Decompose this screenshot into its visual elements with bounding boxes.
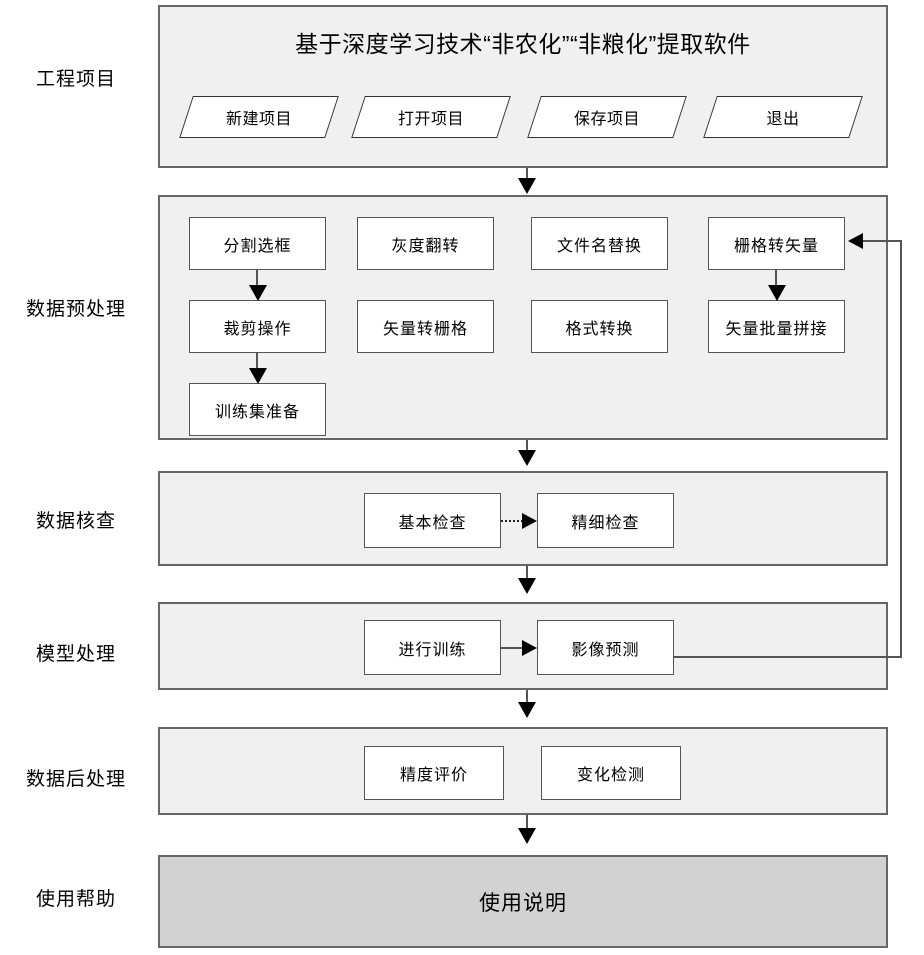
arrow-inspection-to-model	[518, 578, 536, 594]
arrow-model-to-postprocess	[518, 702, 536, 718]
box-format-convert[interactable]: 格式转换	[531, 300, 668, 353]
button-save-project-label: 保存项目	[573, 111, 640, 128]
section-preprocess: 分割选框 裁剪操作 训练集准备 灰度翻转 矢量转栅格 文件名替换 格式转换 栅格…	[158, 195, 888, 440]
box-usage-instructions: 使用说明	[479, 891, 567, 915]
connector-segment-to-crop	[256, 270, 258, 292]
arrow-segment-to-crop	[249, 285, 267, 301]
feedback-line-vertical	[900, 240, 902, 658]
arrow-postprocess-to-help	[518, 828, 536, 844]
arrow-raster-to-merge	[768, 285, 786, 301]
section-postprocess: 精度评价 变化检测	[158, 727, 888, 815]
arrow-basic-to-fine	[522, 513, 537, 529]
connector-train-to-predict	[501, 647, 525, 649]
box-change-detection[interactable]: 变化检测	[541, 746, 681, 800]
box-raster-to-vector[interactable]: 栅格转矢量	[708, 217, 845, 270]
arrow-feedback-to-raster-to-vector	[848, 233, 863, 249]
section-help[interactable]: 使用说明	[158, 855, 888, 948]
button-open-project[interactable]: 打开项目	[351, 96, 511, 138]
stage-label-model: 模型处理	[35, 644, 116, 665]
page-title: 基于深度学习技术“非农化”“非粮化”提取软件	[295, 31, 751, 57]
connector-project-to-preprocess	[526, 168, 528, 184]
button-new-project-label: 新建项目	[225, 111, 292, 128]
stage-label-postprocess: 数据后处理	[25, 769, 126, 790]
box-segment-selection[interactable]: 分割选框	[189, 217, 326, 270]
section-inspection: 基本检查 精细检查	[158, 471, 888, 566]
arrow-preprocess-to-inspection	[518, 450, 536, 466]
connector-preprocess-to-inspection	[526, 440, 528, 456]
connector-raster-to-merge	[775, 270, 777, 292]
arrow-train-to-predict	[522, 640, 537, 656]
stage-label-inspection: 数据核查	[35, 511, 116, 532]
stage-label-preprocess: 数据预处理	[25, 299, 126, 320]
section-model: 进行训练 影像预测	[158, 602, 888, 690]
box-accuracy-eval[interactable]: 精度评价	[364, 746, 504, 800]
box-fine-check[interactable]: 精细检查	[537, 493, 674, 548]
button-save-project[interactable]: 保存项目	[527, 96, 687, 138]
section-project: 基于深度学习技术“非农化”“非粮化”提取软件 新建项目 打开项目 保存项目 退出	[158, 5, 888, 168]
box-gray-invert[interactable]: 灰度翻转	[357, 217, 494, 270]
feedback-line-horizontal-top	[862, 240, 902, 242]
connector-inspection-to-model	[526, 566, 528, 584]
connector-model-to-postprocess	[526, 690, 528, 708]
arrow-project-to-preprocess	[518, 178, 536, 194]
box-vector-to-raster[interactable]: 矢量转栅格	[357, 300, 494, 353]
box-train[interactable]: 进行训练	[364, 620, 501, 675]
button-exit-label: 退出	[766, 111, 800, 128]
connector-postprocess-to-help	[526, 815, 528, 833]
button-exit[interactable]: 退出	[703, 96, 863, 138]
stage-label-help: 使用帮助	[35, 889, 116, 910]
box-vector-batch-merge[interactable]: 矢量批量拼接	[708, 300, 845, 353]
box-basic-check[interactable]: 基本检查	[364, 493, 501, 548]
button-new-project[interactable]: 新建项目	[179, 96, 339, 138]
box-filename-replace[interactable]: 文件名替换	[531, 217, 668, 270]
box-crop-operation[interactable]: 裁剪操作	[189, 300, 326, 353]
connector-crop-to-trainset	[256, 353, 258, 375]
button-open-project-label: 打开项目	[397, 111, 464, 128]
box-trainset-prepare[interactable]: 训练集准备	[189, 383, 326, 436]
stage-label-project: 工程项目	[35, 69, 116, 90]
feedback-line-horizontal-bottom	[673, 656, 902, 658]
arrow-crop-to-trainset	[249, 368, 267, 384]
connector-basic-to-fine	[501, 520, 523, 522]
box-predict[interactable]: 影像预测	[537, 620, 674, 675]
